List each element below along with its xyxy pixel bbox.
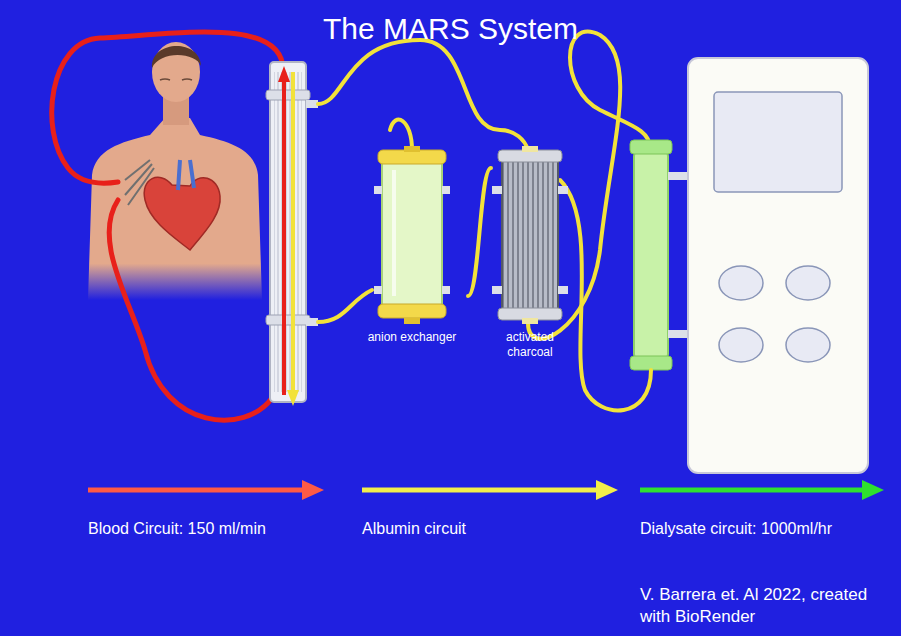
diagram-title: The MARS System bbox=[0, 12, 901, 46]
legend-text: Dialysate circuit: 1000ml/hr bbox=[640, 520, 894, 538]
legend-arrow bbox=[640, 478, 884, 502]
cartridge-label: anion exchanger bbox=[368, 330, 457, 345]
legend-arrow bbox=[88, 478, 324, 502]
credit-caption: V. Barrera et. Al 2022, created with Bio… bbox=[640, 584, 895, 628]
legend-arrow bbox=[362, 478, 618, 502]
cartridge-label: activated charcoal bbox=[491, 330, 569, 360]
legend-text: Albumin circuit bbox=[362, 520, 628, 538]
legend-item: Blood Circuit: 150 ml/min bbox=[88, 478, 334, 538]
blood-circuit bbox=[52, 32, 283, 420]
cartridge-drawing bbox=[492, 146, 568, 324]
mars-machine bbox=[688, 58, 868, 473]
dialysate-filter bbox=[560, 140, 688, 410]
cartridge-outline bbox=[374, 146, 450, 324]
dialyzer bbox=[266, 62, 318, 406]
cartridge-outline bbox=[492, 146, 568, 324]
legend-item: Albumin circuit bbox=[362, 478, 628, 538]
albumin-tube bbox=[468, 168, 491, 296]
albumin-tubing bbox=[318, 32, 650, 339]
anion-exchanger-cartridge: anion exchanger bbox=[356, 146, 468, 345]
cartridge-drawing bbox=[374, 146, 450, 324]
charcoal-cartridge: activated charcoal bbox=[491, 146, 569, 360]
legend-text: Blood Circuit: 150 ml/min bbox=[88, 520, 334, 538]
legend-item: Dialysate circuit: 1000ml/hr bbox=[640, 478, 894, 538]
